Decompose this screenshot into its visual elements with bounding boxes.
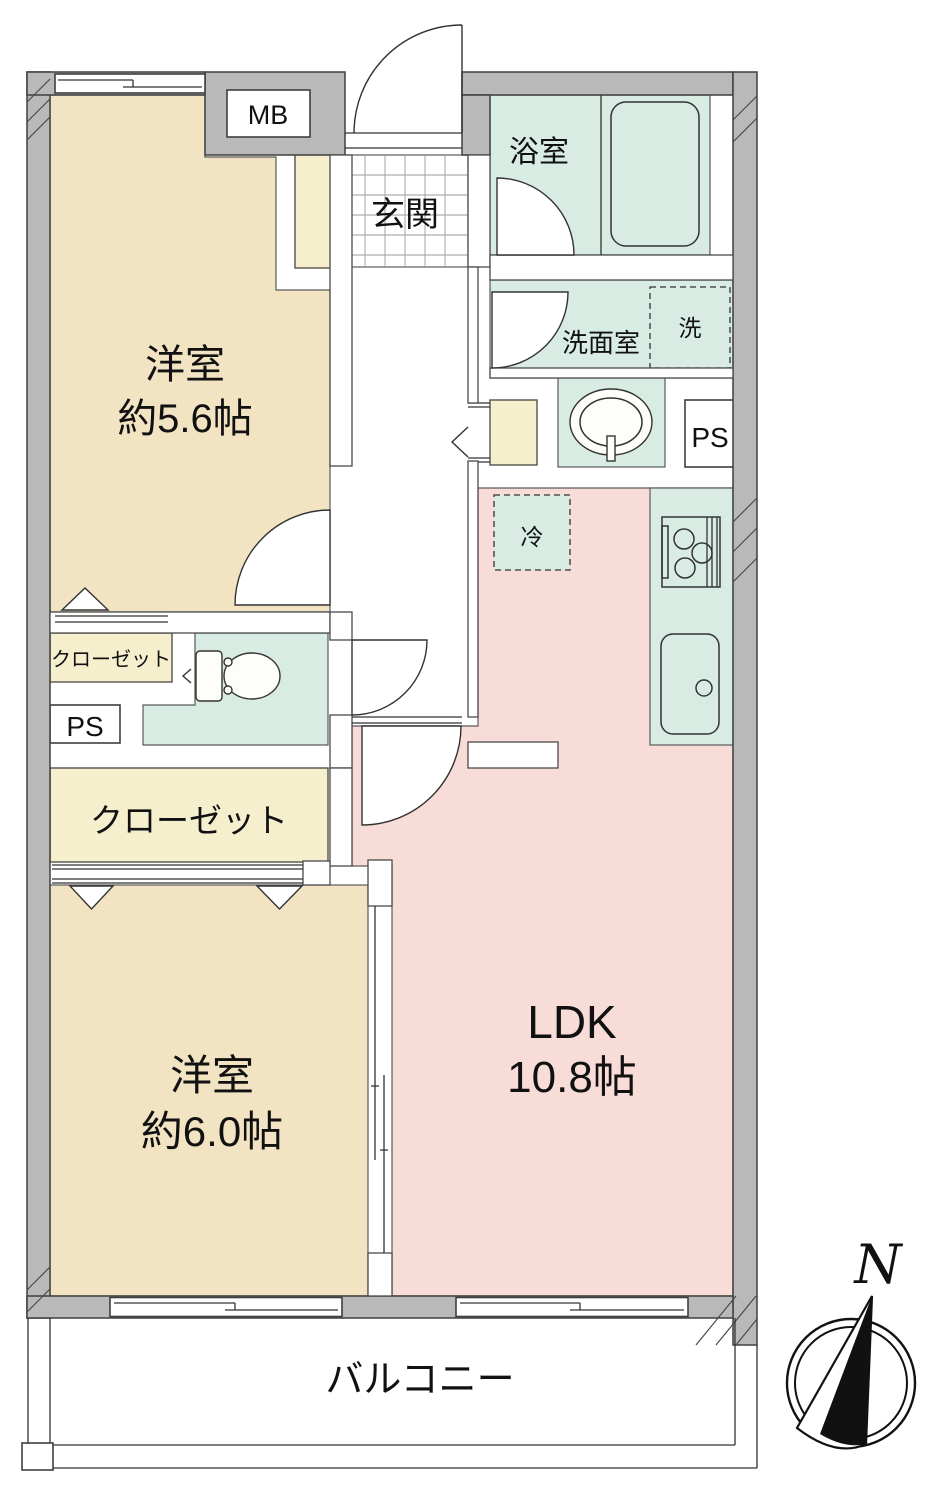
kitchen-counter [649,487,734,746]
wall-hatching [26,78,758,1346]
closet-upper-box [49,632,173,683]
closet-lower-track [52,864,304,911]
western-room-1-size: 約5.6帖 [117,397,253,441]
meter-box [226,89,311,138]
bifold-door-icon [255,885,304,911]
window-bottom-right [455,1296,689,1318]
washroom-door [491,291,569,369]
bathtub-icon [610,101,700,247]
closet-lower-box [49,767,329,863]
sink-icon [660,633,720,735]
hall-storage [450,399,538,466]
bifold-door-icon [60,587,110,611]
balcony-label: バルコニー [325,1359,514,1401]
ldk-name: LDK [527,996,617,1048]
entrance-door [345,24,463,149]
bifold-door-icon [450,426,469,458]
closet-lower-label: クローゼット [90,802,288,839]
balcony [21,1318,758,1471]
toilet-door [351,639,428,716]
western-room-2-name: 洋室 [170,1052,254,1099]
meter-box-label: MB [248,100,289,130]
refrigerator-label: 冷 [521,524,544,550]
ldk-size: 10.8帖 [507,1053,637,1102]
toilet-room [142,632,329,746]
western-room-1-name: 洋室 [145,343,225,387]
western-room-2-size: 約6.0帖 [141,1108,283,1155]
interior-walls [49,154,734,1297]
pipe-space-left-label: PS [66,711,103,742]
closet-upper-label: クローゼット [51,648,171,671]
washing-machine-space [649,286,731,369]
refrigerator-space [493,494,571,571]
bathroom-label: 浴室 [509,136,569,169]
washing-machine-label: 洗 [679,315,702,341]
western-room-2-floor [49,884,369,1297]
vanity-unit [557,377,666,468]
washroom-label: 洗面室 [562,328,640,358]
closet-upper-track [55,587,168,623]
stove-icon [661,516,721,588]
bifold-door-icon [68,885,115,911]
north-label: N [852,1233,903,1296]
window-top [54,73,206,94]
pipe-space-right-label: PS [691,422,728,453]
sliding-partition [371,906,388,1253]
window-bottom-left [109,1296,343,1318]
western-room-1-door [234,509,331,606]
entrance-label: 玄関 [371,196,439,234]
compass: N [785,1233,917,1450]
pipe-space-right-box [684,399,736,468]
ldk-door [361,725,462,826]
toilet-icon [181,650,281,702]
bathroom-door [496,177,575,256]
